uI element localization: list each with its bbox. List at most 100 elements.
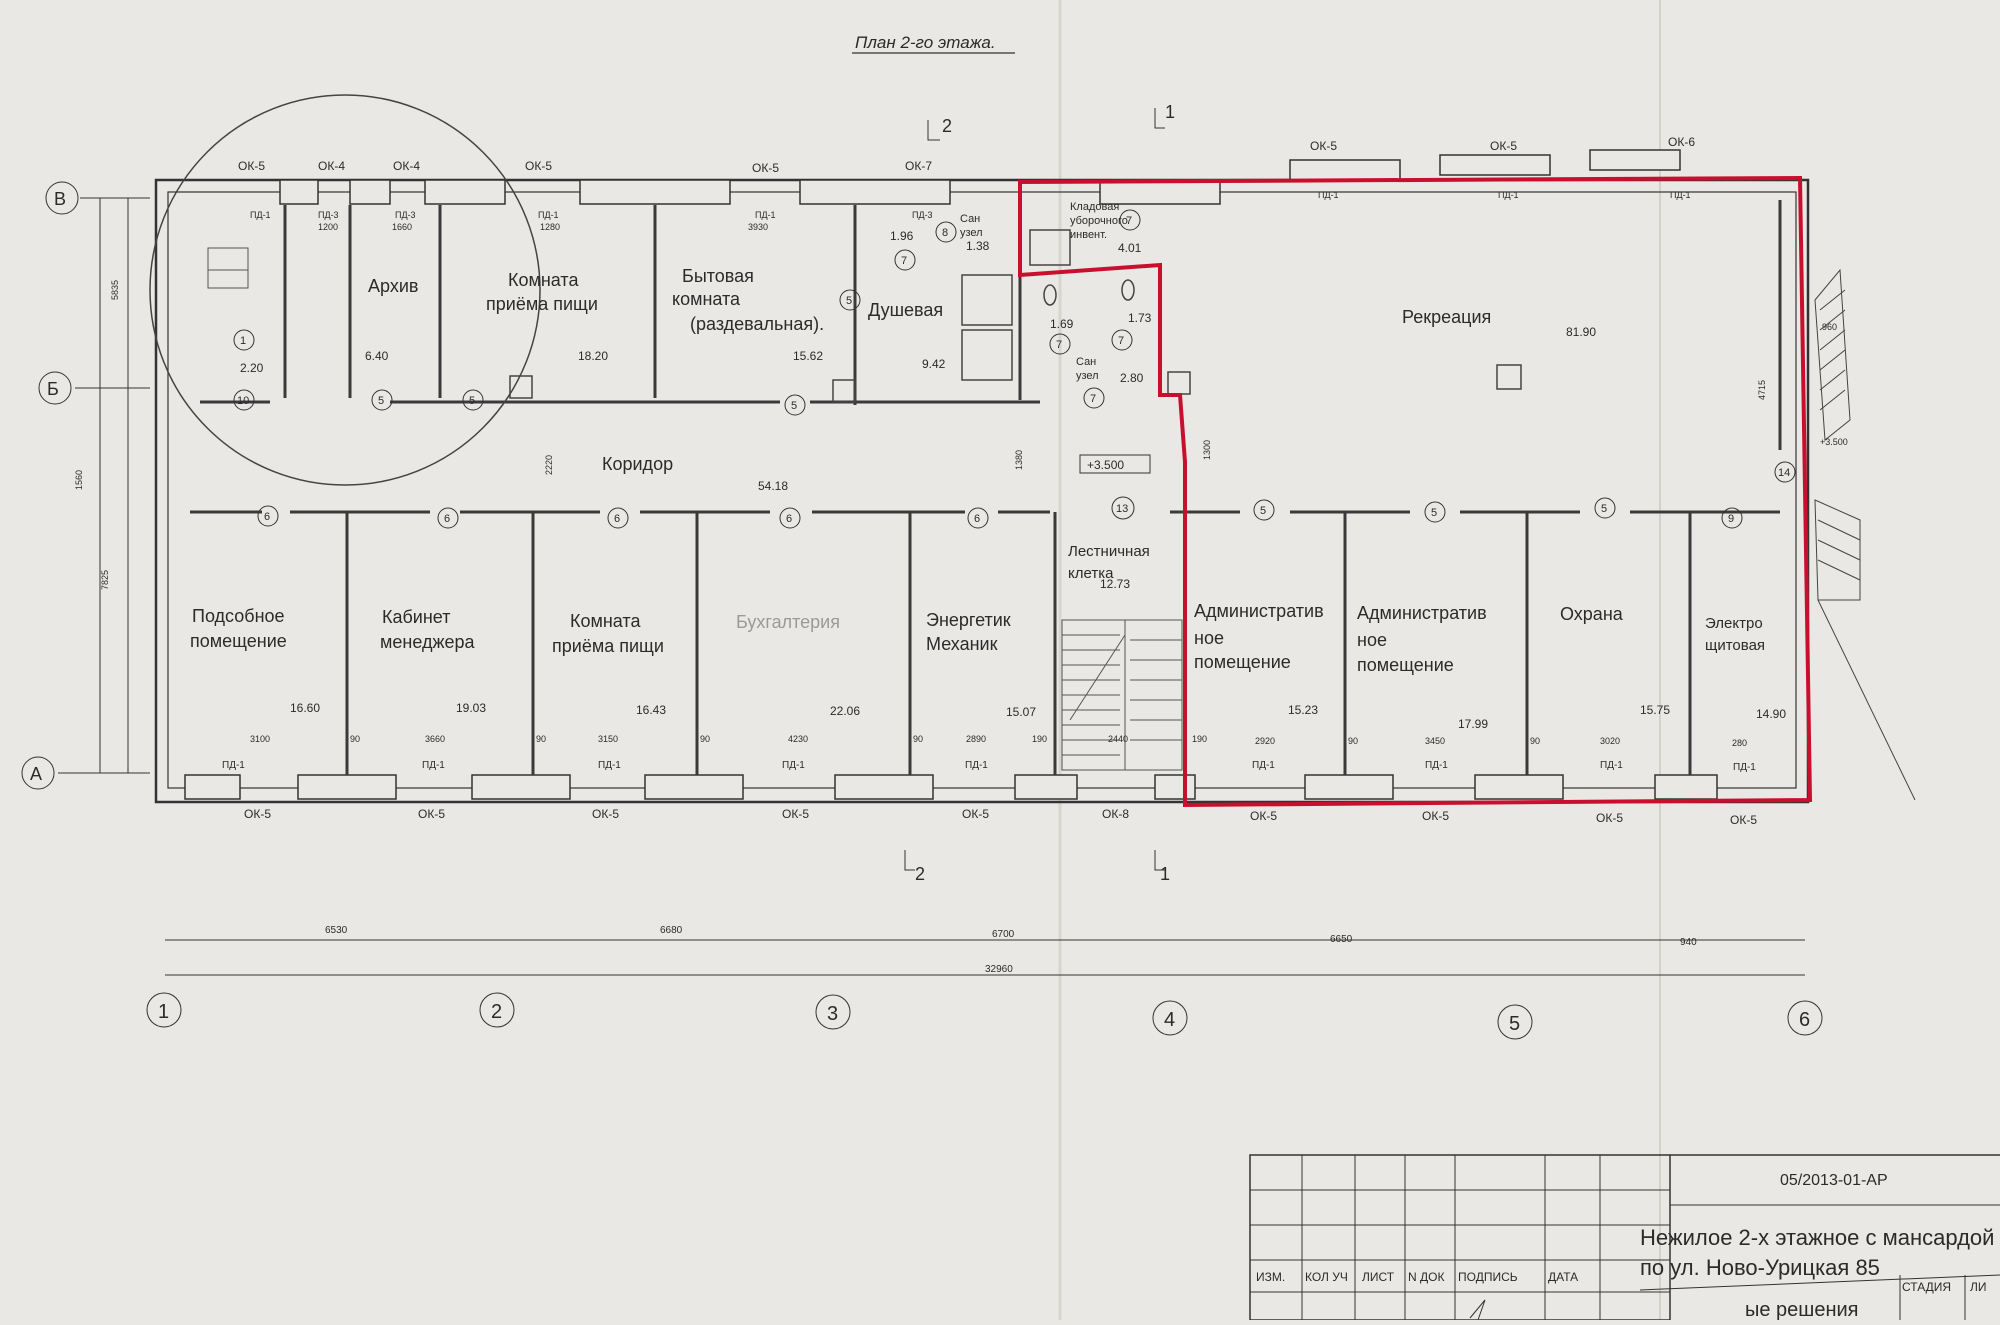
door-mark: 5 (1601, 503, 1607, 515)
sill-label: ПД-1 (1425, 760, 1448, 771)
room-area: 16.43 (636, 703, 666, 717)
top-windows (279, 149, 1681, 205)
level-mark-box (1079, 454, 1151, 474)
door-mark: 6 (264, 511, 270, 523)
door-mark: 6 (614, 513, 620, 525)
room-name-recreation: Рекреация (1402, 307, 1491, 327)
window-label: ОК-4 (393, 159, 420, 173)
room-name-manager: Кабинет (382, 607, 450, 627)
dim: 190 (1192, 734, 1207, 744)
dim: 4715 (1757, 380, 1767, 400)
staircase (207, 247, 1183, 771)
span-dim: 6650 (1330, 934, 1353, 945)
span-dim: 940 (1680, 937, 1697, 948)
room-name-admin-2: ное (1357, 630, 1387, 650)
sill-label: ПД-1 (598, 760, 621, 771)
tb-header: ПОДПИСЬ (1458, 1270, 1518, 1284)
bottom-windows (184, 774, 1718, 800)
door-mark: 9 (1728, 513, 1734, 525)
dim: 2220 (544, 455, 554, 475)
room-name-household: (раздевальная). (690, 314, 824, 334)
door-mark: 5 (1431, 507, 1437, 519)
plan-title: План 2-го этажа. (855, 33, 996, 52)
sill-label: ПД-1 (222, 760, 245, 771)
door-mark: 1 (240, 335, 246, 347)
room-area: 1.38 (966, 239, 990, 253)
span-dimensions: 6530 6680 6700 6650 940 32960 (325, 925, 1697, 975)
room-labels-small: Лестничная клетка Электро щитовая (1068, 543, 1765, 654)
room-name-electrical: Электро (1705, 615, 1763, 632)
inner-dims-bottom: 3100 90 3660 90 3150 90 4230 90 2890 190… (250, 734, 1747, 748)
section-mark: 1 (1165, 102, 1175, 122)
span-dim: 6700 (992, 929, 1015, 940)
span-dim: 6530 (325, 925, 348, 936)
window-label: ОК-5 (238, 159, 265, 173)
project-name: Нежилое 2-х этажное с мансардой (1640, 1225, 1994, 1250)
room-area: 2.80 (1120, 371, 1144, 385)
wet-rooms (509, 229, 1522, 403)
room-area: 1.73 (1128, 311, 1152, 325)
room-area: 19.03 (456, 701, 486, 715)
room-name-wc-2: Сан (1076, 356, 1096, 368)
room-name-wc-1: узел (960, 227, 983, 239)
window-label: ОК-5 (1730, 813, 1757, 827)
window-label: ОК-5 (1490, 139, 1517, 153)
sill-label: ПД-1 (422, 760, 445, 771)
axis-marker-3: 3 (827, 1003, 838, 1025)
room-labels-tiny: Кладовая уборочного инвент. Сан узел Сан… (960, 201, 1128, 382)
room-area: 81.90 (1566, 325, 1596, 339)
room-name-utility: Подсобное (192, 606, 285, 626)
sill-label: ПД-3 (318, 210, 339, 220)
sill-label: ПД-3 (912, 210, 933, 220)
room-name-household: комната (672, 289, 741, 309)
room-name-storage: уборочного (1070, 215, 1128, 227)
room-area: 9.42 (922, 357, 946, 371)
room-name-storage: Кладовая (1070, 201, 1119, 213)
door-mark: 5 (846, 295, 852, 307)
window-label: ОК-5 (962, 807, 989, 821)
door-mark: 6 (786, 513, 792, 525)
dim: 90 (1530, 736, 1540, 746)
sill-label: ПД-1 (1498, 190, 1519, 200)
room-name-admin-1: помещение (1194, 652, 1291, 672)
highlight-outline (1018, 175, 1813, 808)
window-label: ОК-5 (418, 807, 445, 821)
room-area: 15.07 (1006, 705, 1036, 719)
dim: 1200 (318, 222, 338, 232)
room-area: 14.90 (1756, 707, 1786, 721)
dim: 960 (1822, 322, 1837, 332)
project-code: 05/2013-01-АР (1780, 1172, 1888, 1189)
window-labels-bottom: ОК-5 ОК-5 ОК-5 ОК-5 ОК-5 ОК-8 ОК-5 ОК-5 … (244, 807, 1757, 827)
span-dim: 6680 (660, 925, 683, 936)
door-mark: 5 (378, 395, 384, 407)
row-markers: В Б А (21, 181, 150, 790)
room-area: 18.20 (578, 349, 608, 363)
door-mark: 5 (1260, 505, 1266, 517)
dim: 280 (1732, 738, 1747, 748)
door-mark: 7 (1056, 339, 1062, 351)
window-label: ОК-4 (318, 159, 345, 173)
door-mark: 7 (1118, 335, 1124, 347)
room-area: 12.73 (1100, 577, 1130, 591)
axis-marker-1: 1 (158, 1001, 169, 1023)
outer-walls (154, 178, 1810, 804)
section-mark: 2 (915, 864, 925, 884)
tb-header: N ДОК (1408, 1270, 1444, 1284)
room-name-corridor: Коридор (602, 454, 673, 474)
window-label: ОК-5 (1422, 809, 1449, 823)
room-area: 1.69 (1050, 317, 1074, 331)
tb-header: КОЛ УЧ (1305, 1270, 1348, 1284)
dim: 3450 (1425, 736, 1445, 746)
window-label: ОК-5 (1596, 811, 1623, 825)
section-mark: 1 (1160, 864, 1170, 884)
door-mark: 5 (469, 395, 475, 407)
room-area: 6.40 (365, 349, 389, 363)
room-name-security: Охрана (1560, 604, 1624, 624)
axis-marker-4: 4 (1164, 1009, 1175, 1031)
floor-level: +3.500 (1087, 458, 1124, 472)
dim: 90 (913, 734, 923, 744)
room-area: 4.01 (1118, 241, 1142, 255)
dim: 2440 (1108, 734, 1128, 744)
room-name-admin-2: помещение (1357, 655, 1454, 675)
